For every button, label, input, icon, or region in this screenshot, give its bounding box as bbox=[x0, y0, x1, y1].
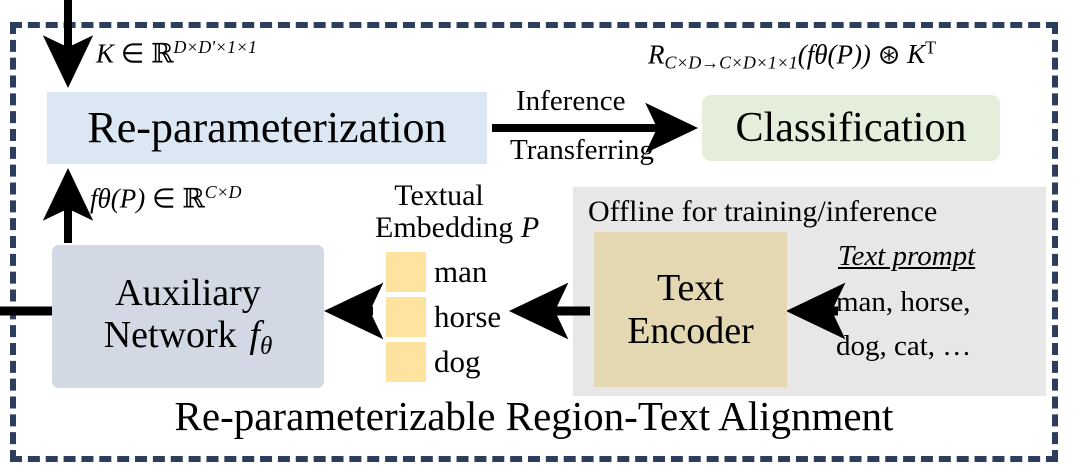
reshape-argument: (fθ(P)) bbox=[797, 39, 871, 70]
embedding-formula: fθ(P) ∈ ℝC×D bbox=[90, 182, 242, 214]
inference-label: Inference bbox=[516, 85, 626, 117]
embedding-symbol: fθ(P) bbox=[90, 183, 146, 214]
text-encoder-label-line2: Encoder bbox=[627, 309, 754, 352]
diagram-caption: Re-parameterizable Region-Text Alignment bbox=[174, 393, 894, 439]
textual-embedding-title-line2: Embedding P bbox=[375, 210, 540, 244]
embedding-space: ℝ bbox=[182, 183, 205, 215]
auxiliary-network-label-line1: Auxiliary bbox=[115, 271, 261, 314]
embedding-word: dog bbox=[434, 343, 481, 379]
reparameterization-label: Re-parameterization bbox=[87, 103, 447, 152]
embedding-word-list: man horse dog bbox=[434, 250, 501, 385]
embedding-word: man bbox=[434, 254, 488, 289]
textual-embedding-title-line1: Textual bbox=[394, 179, 484, 212]
text-encoder-block[interactable]: Text Encoder bbox=[594, 232, 787, 387]
kernel-transpose: KT bbox=[907, 38, 936, 70]
text-prompt-title: Text prompt bbox=[838, 240, 976, 272]
reparameterization-block[interactable]: Re-parameterization bbox=[47, 92, 487, 164]
embedding-word: horse bbox=[434, 298, 502, 334]
embedding-tile-stack bbox=[386, 252, 426, 387]
kernel-formula: K ∈ ℝD×D'×1×1 bbox=[96, 37, 257, 69]
textual-embedding-symbol: P bbox=[520, 210, 540, 244]
reshape-symbol: R bbox=[648, 39, 665, 70]
conv-operator-icon: ⊛ bbox=[877, 39, 901, 70]
text-prompt-line-2: dog, cat, … bbox=[836, 330, 972, 362]
output-formula: RC×D→C×D×1×1(fθ(P)) ⊛ KT bbox=[648, 38, 936, 73]
classification-block[interactable]: Classification bbox=[702, 95, 1000, 161]
kernel-symbol: K bbox=[96, 38, 115, 69]
text-encoder-label-line1: Text bbox=[657, 266, 724, 309]
classification-label: Classification bbox=[735, 105, 967, 151]
embedding-exponent: C×D bbox=[204, 182, 242, 202]
reshape-subscript: C×D→C×D×1×1 bbox=[664, 52, 798, 73]
embedding-tile bbox=[386, 297, 426, 337]
transferring-label: Transferring bbox=[510, 134, 654, 166]
embedding-tile bbox=[386, 342, 426, 382]
auxiliary-network-label-line2: Network fθ bbox=[103, 314, 273, 361]
offline-panel-label: Offline for training/inference bbox=[588, 195, 938, 228]
auxiliary-network-symbol: fθ bbox=[249, 314, 273, 361]
embedding-tile bbox=[386, 252, 426, 292]
kernel-relation: ∈ bbox=[120, 38, 145, 69]
auxiliary-network-block[interactable]: Auxiliary Network fθ bbox=[52, 245, 324, 388]
re-parameterizable-region-boundary bbox=[10, 22, 1058, 462]
embedding-relation: ∈ bbox=[152, 183, 176, 214]
text-prompt-line-1: man, horse, bbox=[836, 286, 971, 318]
kernel-exponent: D×D'×1×1 bbox=[173, 37, 257, 57]
textual-embedding-title: Textual Embedding P bbox=[375, 179, 540, 244]
kernel-space: ℝ bbox=[151, 38, 174, 70]
